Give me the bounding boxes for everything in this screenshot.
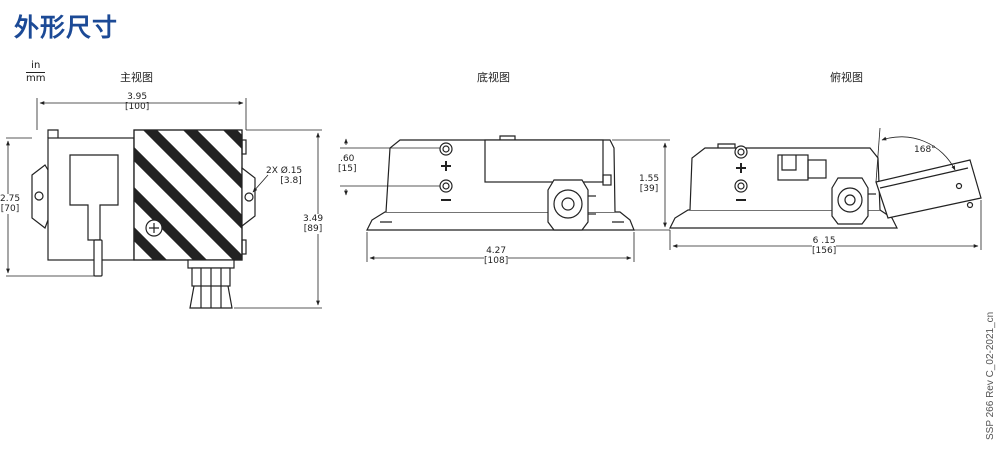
bottom-offset-dim: .60 [15] <box>338 154 357 174</box>
top-width-in: 6 .15 <box>812 236 836 246</box>
main-hole-mm: [3.8] <box>280 176 302 186</box>
bottom-offset-in: .60 <box>340 154 355 164</box>
main-width-in: 3.95 <box>127 92 148 102</box>
bottom-width-in: 4.27 <box>486 246 507 256</box>
polarity-symbols <box>441 161 746 201</box>
bottom-view-label: 底视图 <box>477 71 510 84</box>
main-height-left-mm: [70] <box>0 204 20 214</box>
bottom-width-dim: 4.27 [108] <box>484 246 509 266</box>
main-hole-in: 2X Ø.15 <box>266 166 303 176</box>
top-width-dim: 6 .15 [156] <box>812 236 837 256</box>
main-view-label: 主视图 <box>120 71 153 84</box>
main-hole-dim: 2X Ø.15 [3.8] <box>266 166 302 186</box>
main-width-mm: [100] <box>125 102 150 112</box>
main-height-left-in: 2.75 <box>0 194 21 204</box>
top-angle-dim: 168° <box>914 145 936 155</box>
top-view-label: 俯视图 <box>830 71 863 84</box>
bottom-height-mm: [39] <box>639 184 659 194</box>
main-view-drawing <box>31 129 256 309</box>
main-height-right-in: 3.49 <box>303 214 324 224</box>
unit-mm: mm <box>26 73 46 84</box>
unit-legend: in mm <box>26 60 46 85</box>
main-view-dimensions <box>6 98 322 309</box>
main-width-dim: 3.95 [100] <box>125 92 149 112</box>
top-view-drawing <box>669 143 982 229</box>
bottom-height-dim: 1.55 [39] <box>639 174 660 194</box>
page-title: 外形尺寸 <box>14 13 119 42</box>
main-height-right-dim: 3.49 [89] <box>303 214 324 234</box>
main-height-right-mm: [89] <box>303 224 323 234</box>
bottom-view-drawing <box>366 135 635 231</box>
bottom-height-in: 1.55 <box>639 174 660 184</box>
main-height-left-dim: 2.75 [70] <box>0 194 21 214</box>
top-width-mm: [156] <box>812 246 837 256</box>
unit-inch: in <box>26 60 46 73</box>
document-reference: SSP 266 Rev C_02-2021_cn <box>985 311 996 440</box>
bottom-width-mm: [108] <box>484 256 509 266</box>
bottom-offset-mm: [15] <box>338 164 357 174</box>
